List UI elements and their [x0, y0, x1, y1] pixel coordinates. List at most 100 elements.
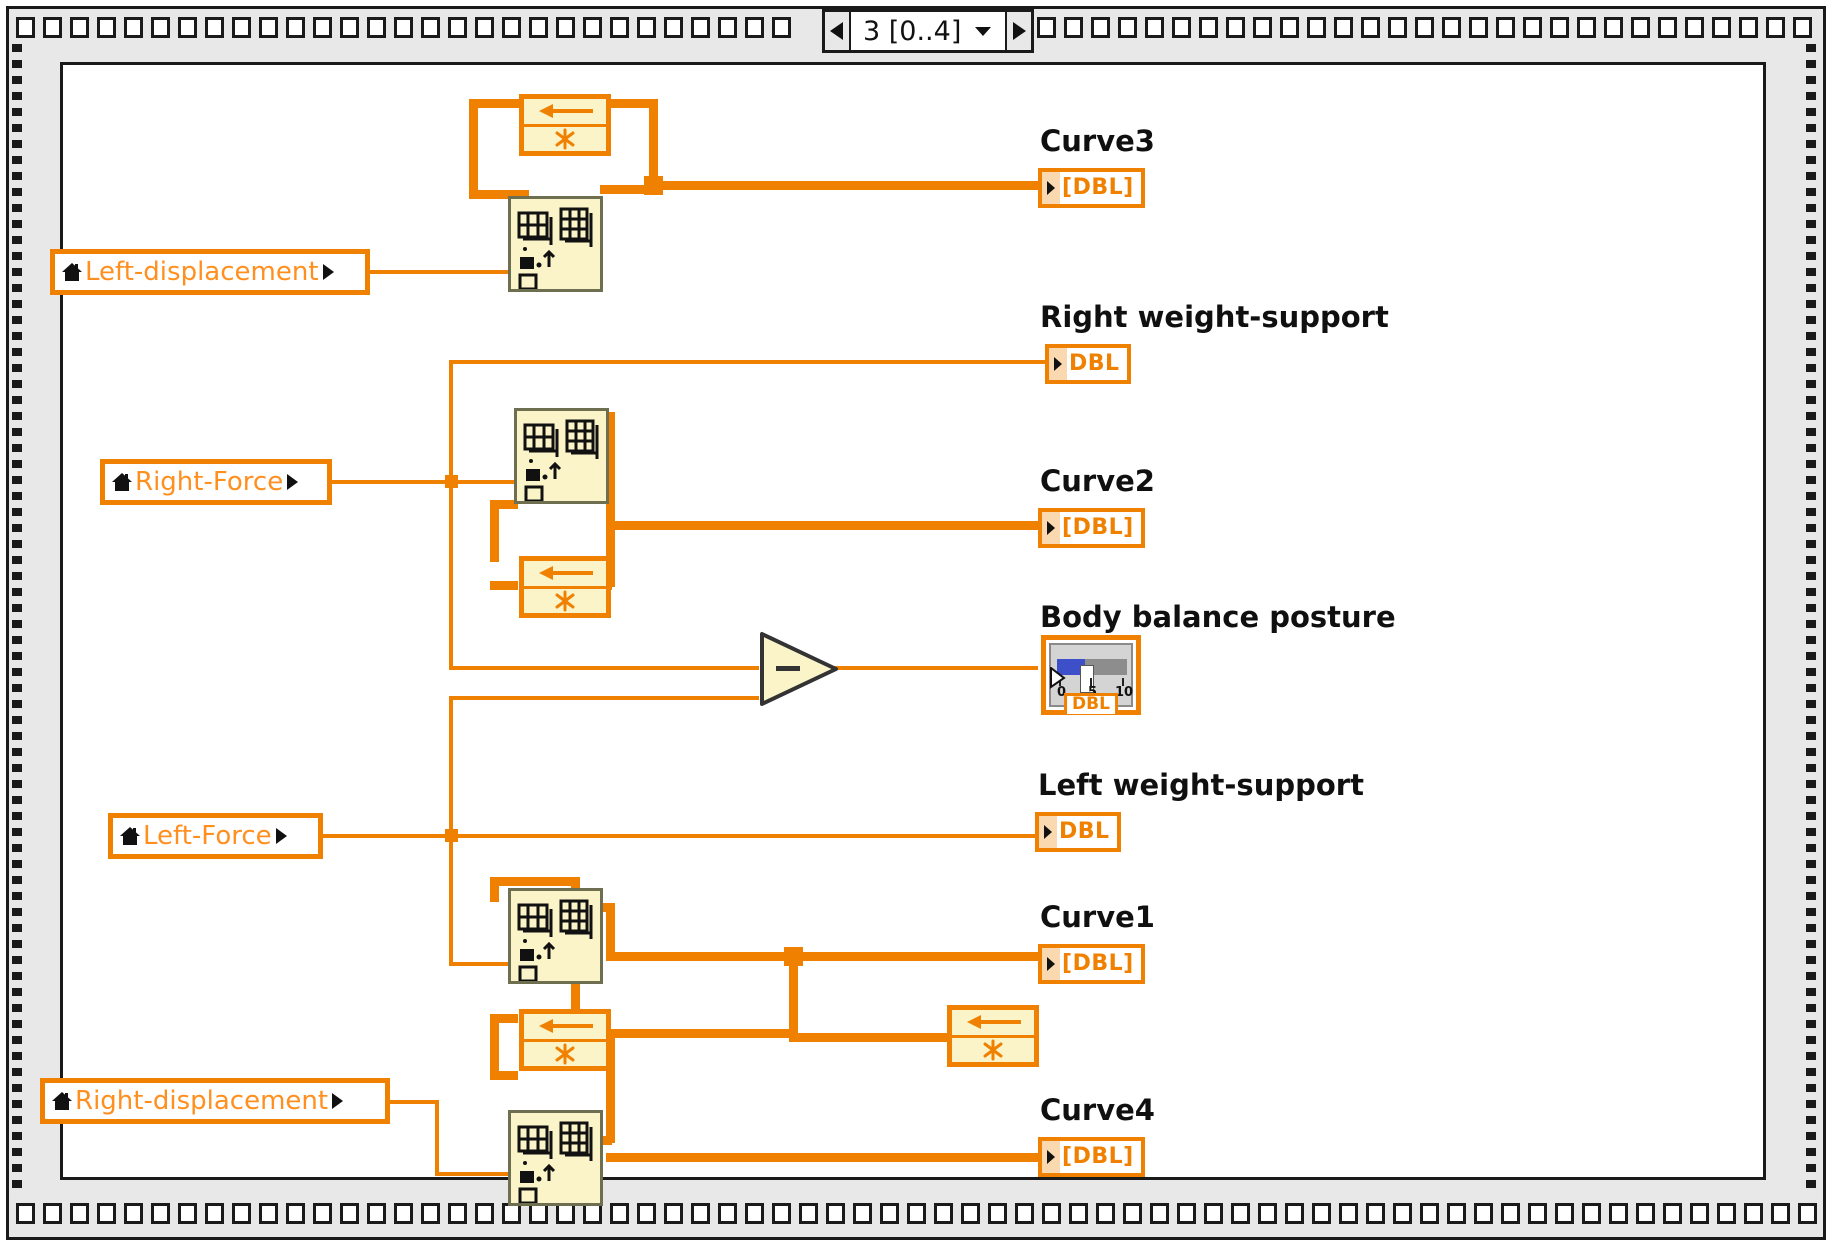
slider-track[interactable] [1057, 659, 1127, 693]
array-build-icon [517, 207, 593, 291]
array-reverse-star-icon [952, 1038, 1034, 1063]
wire-segment [469, 99, 519, 108]
build-array-node[interactable] [508, 1110, 603, 1206]
wire-segment [323, 834, 453, 838]
subtract-icon [760, 632, 838, 706]
build-array-node[interactable] [508, 888, 603, 984]
home-icon [52, 1092, 72, 1110]
control-label: Right-Force [135, 467, 284, 497]
wire-segment [490, 877, 580, 886]
indicator-type: DBL [1060, 177, 1141, 199]
case-selector-prev-button[interactable] [825, 12, 849, 50]
wire-segment [606, 1033, 615, 1143]
case-selector-next-button[interactable] [1007, 12, 1032, 50]
indicator-terminal-right-weight-support[interactable]: DBL [1045, 344, 1131, 384]
slider-tick-label: 5 [1088, 685, 1097, 700]
array-build-icon [517, 1121, 593, 1205]
wire-segment [435, 1172, 511, 1176]
build-array-node[interactable] [508, 196, 603, 292]
case-selector[interactable]: 3 [0..4] [822, 9, 1035, 53]
wire-segment [600, 185, 655, 194]
indicator-type: DBL [1060, 1146, 1141, 1168]
wire-segment [469, 190, 529, 199]
indicator-terminal-curve3[interactable]: DBL [1038, 168, 1145, 208]
wire-segment [649, 181, 1045, 190]
indicator-label-body-balance-posture: Body balance posture [1040, 600, 1396, 634]
wire-segment [606, 521, 1038, 530]
wire-segment [449, 696, 453, 836]
slider-ticks [1057, 678, 1127, 686]
array-reverse-node[interactable] [519, 1009, 611, 1071]
control-label: Left-Force [143, 821, 272, 851]
home-icon [62, 263, 82, 281]
slider-gauge[interactable]: 0 5 10 [1049, 643, 1133, 707]
indicator-terminal-curve2[interactable]: DBL [1038, 508, 1145, 548]
control-terminal-right-force[interactable]: Right-Force [100, 459, 332, 505]
terminal-input-arrow-icon [1039, 816, 1057, 848]
indicator-label-right-weight-support: Right weight-support [1040, 300, 1389, 334]
wire-segment [449, 962, 511, 966]
indicator-type: DBL [1059, 819, 1110, 844]
array-reverse-node[interactable] [519, 94, 611, 156]
frame-rail-right [1806, 44, 1816, 1194]
wire-segment [828, 666, 1038, 670]
wire-segment [449, 834, 453, 966]
array-reverse-node[interactable] [947, 1005, 1039, 1067]
control-terminal-right-displacement[interactable]: Right-displacement [40, 1078, 390, 1124]
control-terminal-left-displacement[interactable]: Left-displacement [50, 249, 370, 295]
wire-segment [449, 666, 759, 670]
indicator-terminal-body-balance-posture[interactable]: 0 5 10 DBL [1041, 635, 1141, 715]
wire-segment [449, 480, 453, 670]
wire-segment [490, 1014, 518, 1023]
case-selector-body[interactable]: 3 [0..4] [849, 12, 1008, 50]
wire-segment [490, 1014, 499, 1076]
wire-segment [649, 99, 658, 185]
indicator-label-curve2: Curve2 [1040, 464, 1155, 498]
terminal-output-arrow-icon [275, 828, 287, 844]
terminal-input-arrow-icon [1042, 512, 1060, 544]
wire-segment [449, 360, 1049, 364]
wire-segment [606, 903, 615, 956]
terminal-input-arrow-icon [1042, 172, 1060, 204]
slider-fill [1057, 659, 1085, 675]
array-reverse-star-icon [524, 589, 606, 614]
wire-segment [606, 1153, 1038, 1162]
indicator-label-left-weight-support: Left weight-support [1038, 768, 1364, 802]
wire-segment [449, 834, 1037, 838]
wire-segment [490, 500, 518, 509]
case-selector-value: 3 [0..4] [863, 15, 962, 47]
terminal-output-arrow-icon [322, 264, 334, 280]
case-diagram-canvas [60, 62, 1766, 1180]
terminal-input-arrow-icon [1049, 348, 1067, 380]
chevron-down-icon[interactable] [973, 25, 993, 37]
home-icon [112, 473, 132, 491]
wire-segment [435, 1100, 439, 1176]
frame-decoration-top-right [1033, 12, 1816, 42]
array-reverse-arrow-icon [524, 561, 606, 589]
indicator-terminal-curve1[interactable]: DBL [1038, 944, 1145, 984]
indicator-terminal-left-weight-support[interactable]: DBL [1035, 812, 1121, 852]
indicator-type: DBL [1069, 351, 1120, 376]
control-terminal-left-force[interactable]: Left-Force [108, 813, 323, 859]
subtract-node[interactable] [758, 630, 842, 708]
wire-segment [606, 952, 1038, 961]
indicator-label-curve1: Curve1 [1040, 900, 1155, 934]
wire-segment [600, 1136, 612, 1145]
slider-tick-label: 10 [1115, 685, 1134, 700]
array-reverse-node[interactable] [519, 556, 611, 618]
wire-segment [449, 360, 453, 482]
wire-segment [332, 480, 452, 484]
wire-segment [600, 99, 658, 108]
frame-rail-left [12, 44, 22, 1194]
slider-thumb[interactable] [1080, 665, 1094, 693]
wire-segment [789, 1033, 947, 1042]
indicator-terminal-curve4[interactable]: DBL [1038, 1137, 1145, 1177]
slider-tick-label: 0 [1057, 685, 1067, 700]
wire-segment [490, 1071, 518, 1080]
wire-segment [490, 500, 499, 562]
cursor-arrow-icon [1050, 667, 1066, 689]
wire-segment [490, 877, 499, 902]
build-array-node[interactable] [514, 408, 609, 504]
terminal-input-arrow-icon [1042, 1141, 1060, 1173]
